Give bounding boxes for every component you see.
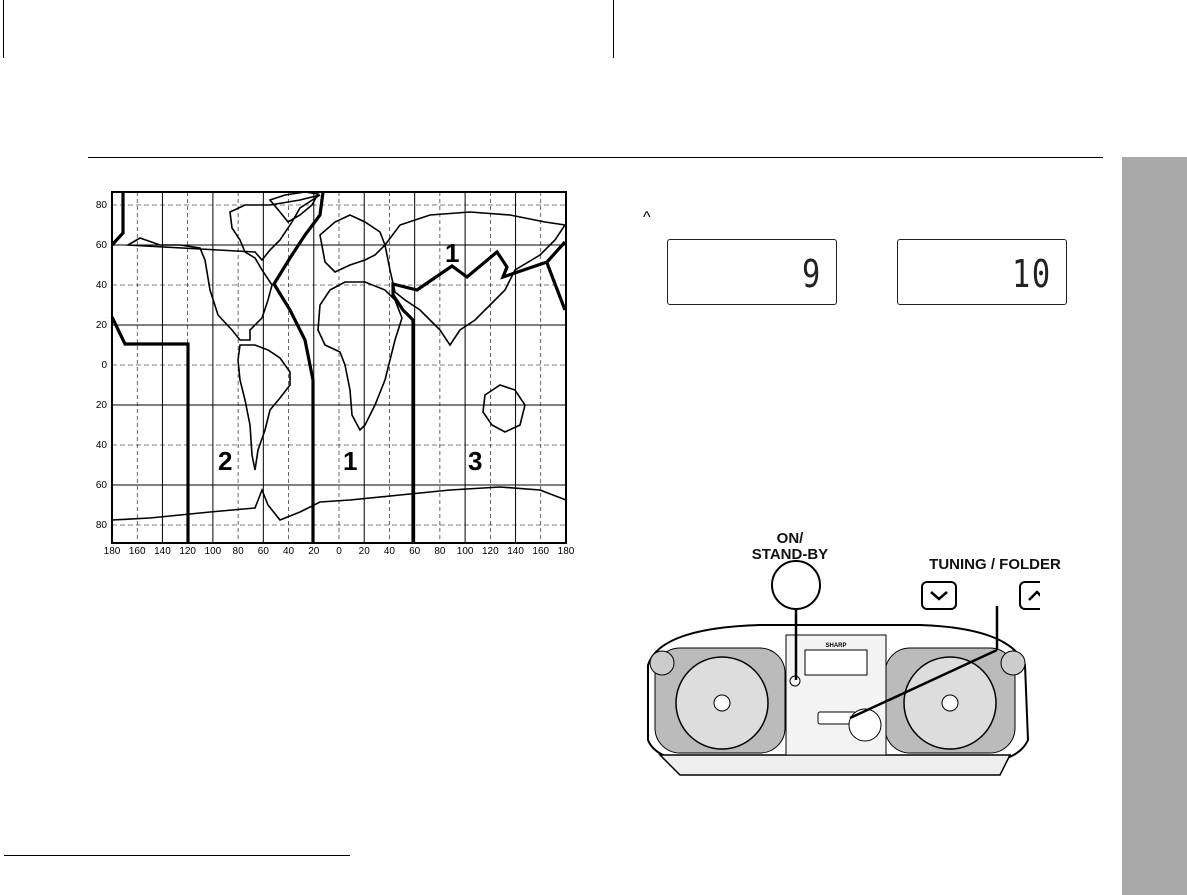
longitude-tick-label: 80 bbox=[233, 546, 245, 557]
longitude-tick-label: 120 bbox=[482, 546, 499, 557]
zone-boundary-pacific-south bbox=[110, 316, 190, 543]
chevron-down-icon bbox=[930, 591, 948, 601]
longitude-tick-label: 0 bbox=[336, 546, 342, 557]
asia bbox=[384, 211, 567, 347]
longitude-tick-label: 40 bbox=[283, 546, 295, 557]
latitude-tick-label: 80 bbox=[96, 520, 108, 531]
latitude-tick-label: 40 bbox=[96, 440, 108, 451]
longitude-tick-label: 100 bbox=[457, 546, 474, 557]
longitude-tick-label: 100 bbox=[205, 546, 222, 557]
volume-knob bbox=[848, 708, 882, 742]
zone-label: 1 bbox=[445, 238, 459, 268]
latitude-labels: 80 60 40 20 0 20 40 60 80 bbox=[96, 200, 108, 531]
longitude-tick-label: 180 bbox=[104, 546, 121, 557]
longitude-tick-label: 20 bbox=[308, 546, 320, 557]
latitude-tick-label: 20 bbox=[96, 320, 108, 331]
antarctica bbox=[111, 486, 567, 521]
tuning-down-button[interactable] bbox=[921, 581, 957, 610]
longitude-tick-label: 160 bbox=[129, 546, 146, 557]
latitude-tick-label: 80 bbox=[96, 200, 108, 211]
unit-display bbox=[804, 649, 868, 676]
zone-label: 1 bbox=[343, 446, 357, 476]
zone-boundary-east bbox=[545, 262, 567, 311]
longitude-tick-label: 80 bbox=[434, 546, 446, 557]
pointer-line bbox=[849, 648, 998, 720]
zone-boundary-2-1 bbox=[272, 191, 325, 543]
display-value: 10 bbox=[1012, 252, 1052, 296]
map-frame bbox=[111, 191, 567, 544]
tuning-up-button[interactable] bbox=[1019, 581, 1040, 610]
header-divider-middle bbox=[613, 0, 614, 58]
longitude-tick-label: 20 bbox=[359, 546, 371, 557]
latitude-tick-label: 40 bbox=[96, 280, 108, 291]
left-handle-knob bbox=[649, 650, 675, 676]
header-divider-left bbox=[3, 0, 4, 58]
footnote-rule bbox=[4, 855, 350, 856]
right-handle-knob bbox=[1000, 650, 1026, 676]
zone-label: 3 bbox=[468, 446, 482, 476]
left-speaker-cone bbox=[713, 694, 731, 712]
africa bbox=[317, 281, 403, 432]
boombox-base bbox=[658, 754, 1012, 776]
longitude-tick-label: 160 bbox=[532, 546, 549, 557]
tuning-folder-label: TUNING / FOLDER bbox=[929, 556, 1061, 573]
longitude-tick-label: 140 bbox=[154, 546, 171, 557]
chevron-up-icon bbox=[1028, 590, 1040, 601]
greenland bbox=[268, 191, 320, 224]
longitude-tick-label: 60 bbox=[258, 546, 270, 557]
continents bbox=[111, 191, 567, 521]
on-standby-button[interactable] bbox=[771, 560, 821, 610]
longitude-tick-label: 180 bbox=[558, 546, 575, 557]
zone-boundaries bbox=[110, 191, 567, 543]
side-index-tab bbox=[1122, 157, 1187, 895]
display-value: 9 bbox=[802, 252, 822, 296]
latitude-tick-label: 60 bbox=[96, 240, 108, 251]
latitude-tick-label: 0 bbox=[101, 360, 107, 371]
lcd-display-after: 10 bbox=[897, 239, 1067, 305]
lcd-display-before: 9 bbox=[667, 239, 837, 305]
zone-boundary-pacific-north bbox=[110, 192, 125, 247]
brand-logo: SHARP bbox=[825, 643, 846, 649]
north-america bbox=[125, 194, 321, 341]
longitude-tick-label: 40 bbox=[384, 546, 396, 557]
europe bbox=[319, 214, 386, 273]
longitude-labels: 180 160 140 120 100 80 60 40 20 0 20 40 60 80 100 120 14… bbox=[104, 546, 575, 557]
zone-label: 2 bbox=[218, 446, 232, 476]
longitude-tick-label: 120 bbox=[179, 546, 196, 557]
longitude-tick-label: 60 bbox=[409, 546, 421, 557]
on-standby-label: ON/ STAND-BY bbox=[751, 530, 829, 563]
up-arrow-symbol: ^ bbox=[643, 209, 651, 226]
south-america bbox=[237, 344, 291, 471]
zone-boundary-1-3 bbox=[391, 240, 567, 542]
latitude-tick-label: 60 bbox=[96, 480, 108, 491]
zone-labels: 1 2 1 3 bbox=[218, 238, 482, 476]
header-rule bbox=[88, 157, 1103, 158]
latitude-tick-label: 20 bbox=[96, 400, 108, 411]
right-speaker-cone bbox=[941, 694, 959, 712]
australia bbox=[482, 384, 526, 433]
boombox-illustration: SHARP bbox=[647, 560, 1040, 776]
longitude-tick-label: 140 bbox=[507, 546, 524, 557]
